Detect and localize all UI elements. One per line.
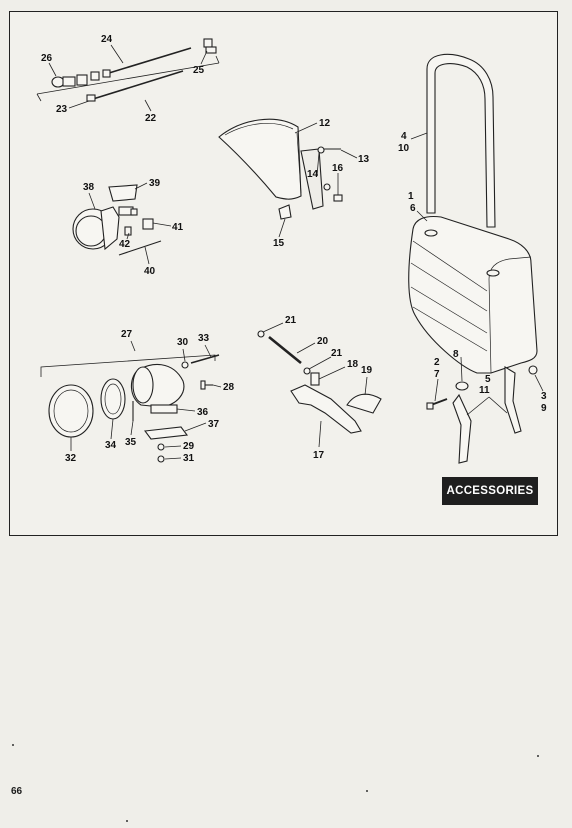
callout-21-top: 21 xyxy=(285,315,297,326)
speedometer-cable-group xyxy=(36,38,220,102)
callout-14: 14 xyxy=(307,169,319,180)
callout-10: 10 xyxy=(398,143,410,154)
callout-13: 13 xyxy=(358,154,370,165)
callout-12: 12 xyxy=(319,118,331,129)
page-number: 66 xyxy=(11,786,23,797)
callout-33: 33 xyxy=(198,333,210,344)
callout-21-mid: 21 xyxy=(331,348,343,359)
callout-3: 3 xyxy=(541,391,547,402)
callout-18: 18 xyxy=(347,359,359,370)
callout-35: 35 xyxy=(125,437,137,448)
diagram-panel: 26 24 25 23 22 12 13 14 16 15 4 10 xyxy=(9,11,558,536)
exploded-parts-diagram: 26 24 25 23 22 12 13 14 16 15 4 10 xyxy=(36,34,547,464)
callout-26: 26 xyxy=(41,53,53,64)
windshield-group xyxy=(218,118,343,220)
callout-5: 5 xyxy=(485,374,491,385)
callout-42: 42 xyxy=(119,239,131,250)
callout-1: 1 xyxy=(408,191,414,202)
callout-11: 11 xyxy=(479,385,490,396)
callout-39: 39 xyxy=(149,178,161,189)
callout-16: 16 xyxy=(332,163,344,174)
callout-8: 8 xyxy=(453,349,459,360)
paper-speck xyxy=(366,790,368,792)
callout-9: 9 xyxy=(541,403,547,414)
callout-7: 7 xyxy=(434,369,440,380)
callout-17: 17 xyxy=(313,450,325,461)
callout-34: 34 xyxy=(105,440,117,451)
callout-27: 27 xyxy=(121,329,133,340)
callout-28: 28 xyxy=(223,382,235,393)
callout-20: 20 xyxy=(317,336,329,347)
callout-6: 6 xyxy=(410,203,416,214)
section-badge: ACCESSORIES xyxy=(442,477,538,505)
callout-4: 4 xyxy=(401,131,407,142)
callout-32: 32 xyxy=(65,453,77,464)
luggage-rack-group xyxy=(426,53,496,228)
callout-2: 2 xyxy=(434,357,440,368)
callout-31: 31 xyxy=(183,453,195,464)
spotlight-bracket-group xyxy=(257,330,382,434)
callout-24: 24 xyxy=(101,34,113,45)
callout-37: 37 xyxy=(208,419,220,430)
callout-36: 36 xyxy=(197,407,209,418)
callout-38: 38 xyxy=(83,182,95,193)
callout-29: 29 xyxy=(183,441,195,452)
callout-19: 19 xyxy=(361,365,373,376)
paper-speck xyxy=(12,744,14,746)
callout-40: 40 xyxy=(144,266,156,277)
callout-15: 15 xyxy=(273,238,285,249)
saddlebag-group xyxy=(408,215,538,374)
saddlebag-mount-group xyxy=(426,365,538,464)
callout-23: 23 xyxy=(56,104,68,115)
paper-speck xyxy=(126,820,128,822)
callout-25: 25 xyxy=(193,65,205,76)
callout-22: 22 xyxy=(145,113,157,124)
callout-41: 41 xyxy=(172,222,184,233)
callout-30: 30 xyxy=(177,337,189,348)
paper-speck xyxy=(537,755,539,757)
gauge-group xyxy=(72,184,162,256)
